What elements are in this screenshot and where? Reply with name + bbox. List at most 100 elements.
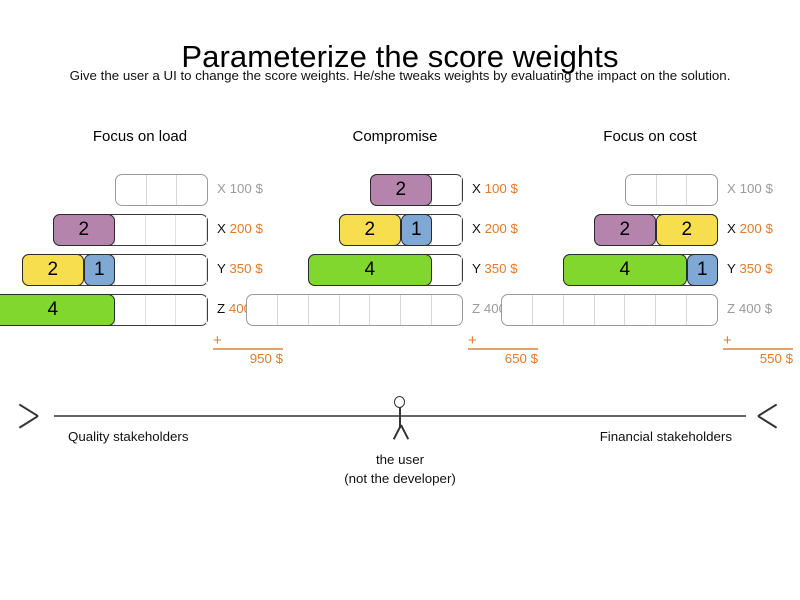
total-amount: 650 $ [504, 351, 538, 366]
weight-row: X 100 $ [520, 170, 780, 210]
weight-bar-cell[interactable] [278, 295, 309, 325]
weight-bar-cell[interactable] [176, 295, 208, 325]
weight-row-label: X 200 $ [727, 221, 773, 236]
weight-segment[interactable]: 4 [0, 293, 115, 326]
weight-row-amount: 200 $ [484, 221, 518, 236]
weight-bar-cell[interactable] [340, 295, 371, 325]
weight-bar-track[interactable] [625, 174, 718, 206]
weight-bar-track[interactable] [501, 294, 718, 326]
weight-segment[interactable]: 1 [83, 253, 115, 286]
weight-segment[interactable]: 1 [686, 253, 718, 286]
weight-bar-cell[interactable] [687, 295, 717, 325]
weight-bar-cell[interactable] [687, 175, 717, 205]
arrow-left-icon [18, 402, 58, 430]
total-plus-sign: + [723, 332, 732, 349]
weight-row-amount: 400 $ [738, 301, 773, 316]
weight-row-label: X 100 $ [217, 181, 263, 196]
weight-row-key: X [217, 181, 226, 196]
weight-segment[interactable]: 2 [21, 253, 84, 286]
weight-bar-cell[interactable] [247, 295, 278, 325]
weight-bar-cell[interactable] [657, 175, 688, 205]
scenario-title: Focus on cost [603, 128, 697, 145]
weight-row-amount: 100 $ [484, 181, 518, 196]
page-subtitle: Give the user a UI to change the score w… [69, 68, 731, 83]
weight-bar-track[interactable]: 2 [369, 173, 463, 206]
weight-bar-track[interactable]: 4 [307, 253, 463, 286]
weight-bar-cell[interactable] [564, 295, 595, 325]
weight-bar-cell[interactable] [176, 215, 207, 245]
weight-bar-cell[interactable] [115, 255, 146, 285]
weight-row-amount: 350 $ [229, 261, 263, 276]
stakeholder-spectrum: Quality stakeholders Financial stakehold… [0, 396, 800, 496]
total-rule [468, 348, 538, 350]
weight-row-key: Z [217, 301, 226, 316]
weight-bar-cell[interactable] [116, 175, 147, 205]
weight-row-key: Y [727, 261, 736, 276]
spectrum-label-right: Financial stakeholders [599, 429, 732, 444]
weight-segment[interactable]: 2 [338, 213, 401, 246]
weight-row-key: X [472, 221, 481, 236]
weight-bar-cell[interactable] [370, 295, 402, 325]
weight-bar-cell[interactable] [432, 215, 462, 245]
weight-bar-cell[interactable] [626, 175, 657, 205]
weight-row: 4Z 400 $ [0, 290, 270, 330]
weight-bar-cell[interactable] [147, 175, 178, 205]
page-title: Parameterize the score weights [181, 38, 619, 74]
weight-bar-cell[interactable] [533, 295, 564, 325]
weight-segment[interactable]: 2 [655, 213, 718, 246]
weight-row-key: X [727, 181, 736, 196]
weight-bar-cell[interactable] [146, 255, 177, 285]
weight-bar-cell[interactable] [401, 295, 433, 325]
weight-bar-cell[interactable] [115, 295, 146, 325]
weight-bar-track[interactable] [246, 294, 463, 326]
weight-bar-cell[interactable] [146, 215, 177, 245]
weight-row: X 100 $ [10, 170, 270, 210]
user-stick-figure-icon [380, 394, 420, 450]
user-caption: the user (not the developer) [280, 450, 520, 488]
weight-bar-cell[interactable] [177, 175, 207, 205]
total-amount: 550 $ [759, 351, 793, 366]
weight-bar-cell[interactable] [502, 295, 533, 325]
weight-bar-cell[interactable] [431, 255, 462, 285]
weight-row: Z 400 $ [246, 290, 525, 330]
weight-row-key: X [472, 181, 481, 196]
weight-segment[interactable]: 2 [593, 213, 656, 246]
weight-segment[interactable]: 1 [400, 213, 432, 246]
weight-bar-cell[interactable] [432, 175, 462, 205]
user-leg-right-icon [400, 424, 410, 440]
weight-row-label: Y 350 $ [472, 261, 518, 276]
total-rule [213, 348, 283, 350]
user-caption-line-2: (not the developer) [344, 471, 456, 486]
weight-bar-track[interactable]: 4 [0, 293, 208, 326]
weight-bar-cell[interactable] [176, 255, 208, 285]
total-plus-sign: + [468, 332, 477, 349]
weight-bar-cell[interactable] [625, 295, 657, 325]
weight-bar-track[interactable]: 2 [52, 213, 208, 246]
weight-bar-cell[interactable] [595, 295, 626, 325]
scenario-title: Compromise [352, 128, 438, 145]
weight-segment[interactable]: 4 [562, 253, 687, 286]
spectrum-label-left: Quality stakeholders [68, 429, 189, 444]
weight-segment[interactable]: 4 [307, 253, 432, 286]
weight-row: Z 400 $ [501, 290, 780, 330]
weight-bar-cell[interactable] [656, 295, 688, 325]
weight-segment[interactable]: 2 [369, 173, 432, 206]
weight-bar-cell[interactable] [146, 295, 177, 325]
weight-bar-cell[interactable] [115, 215, 146, 245]
weight-bar-track[interactable] [115, 174, 208, 206]
weight-bar-cell[interactable] [309, 295, 340, 325]
weight-row-list: X 100 $2X 200 $21Y 350 $4Z 400 $ [0, 170, 270, 330]
total-amount: 950 $ [249, 351, 283, 366]
weight-row-label: X 100 $ [727, 181, 773, 196]
weight-bar-cell[interactable] [432, 295, 462, 325]
weight-segment[interactable]: 2 [52, 213, 115, 246]
